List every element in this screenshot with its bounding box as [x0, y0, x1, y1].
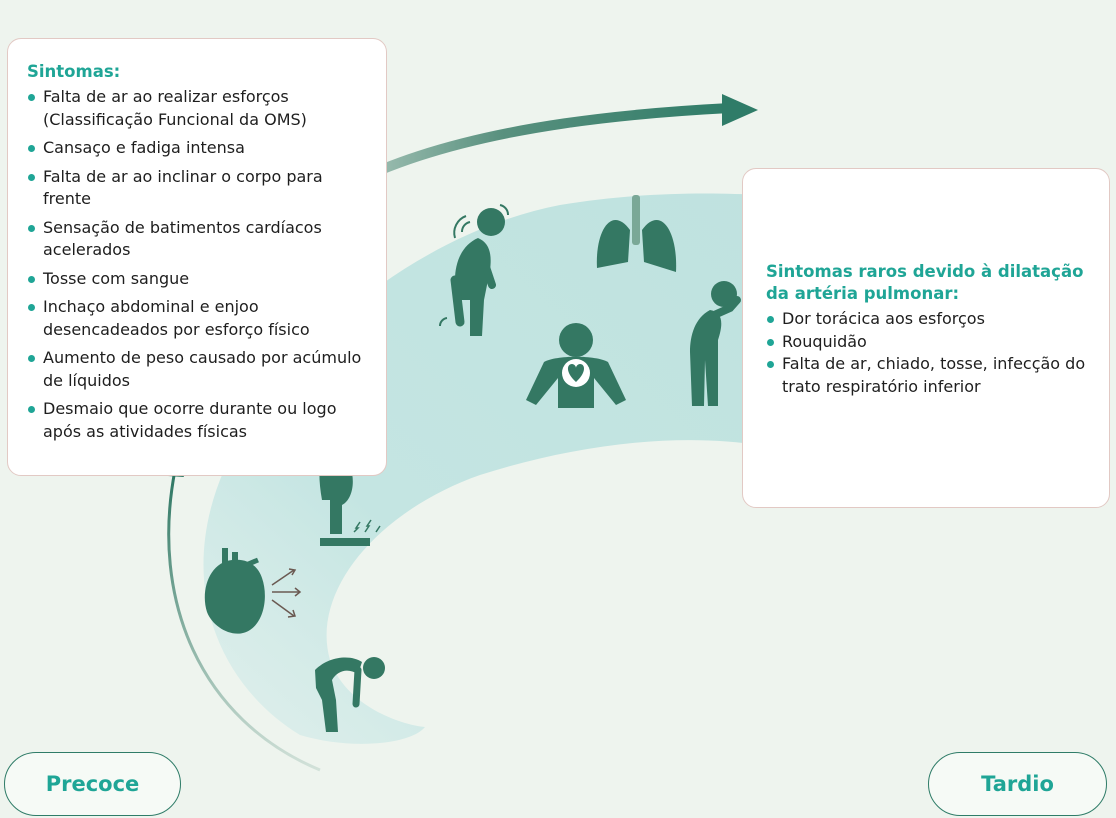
list-item: Rouquidão — [766, 331, 1095, 354]
list-item: Falta de ar ao realizar esforços (Classi… — [27, 86, 374, 131]
list-item: Cansaço e fadiga intensa — [27, 137, 374, 160]
late-symptoms-list: Dor torácica aos esforços Rouquidão Falt… — [766, 308, 1095, 398]
arrow-head-icon — [722, 94, 758, 126]
dizzy-person-icon — [438, 204, 510, 336]
list-item: Dor torácica aos esforços — [766, 308, 1095, 331]
list-item: Falta de ar ao inclinar o corpo para fre… — [27, 166, 374, 211]
progression-arrow-left — [167, 469, 321, 772]
late-symptoms-heading: Sintomas raros devido à dilatação da art… — [766, 262, 1084, 303]
bending-person-icon — [315, 657, 385, 732]
late-symptoms-panel: Sintomas raros devido à dilatação da art… — [742, 168, 1110, 508]
early-symptoms-heading: Sintomas: — [27, 62, 121, 81]
early-symptoms-list: Falta de ar ao realizar esforços (Classi… — [27, 86, 374, 443]
list-item: Aumento de peso causado por acúmulo de l… — [27, 347, 374, 392]
list-item: Sensação de batimentos cardíacos acelera… — [27, 217, 374, 262]
early-symptoms-panel: Sintomas: Falta de ar ao realizar esforç… — [7, 38, 387, 476]
stage-early-label: Precoce — [4, 752, 181, 816]
coughing-person-icon — [690, 281, 753, 406]
list-item: Falta de ar, chiado, tosse, infecção do … — [766, 353, 1095, 398]
list-item: Tosse com sangue — [27, 268, 374, 291]
lungs-icon — [596, 195, 677, 272]
list-item: Desmaio que ocorre durante ou logo após … — [27, 398, 374, 443]
stage-late-label: Tardio — [928, 752, 1107, 816]
list-item: Inchaço abdominal e enjoo desencadeados … — [27, 296, 374, 341]
chest-heart-person-icon — [526, 323, 626, 408]
heart-icon — [204, 548, 302, 634]
